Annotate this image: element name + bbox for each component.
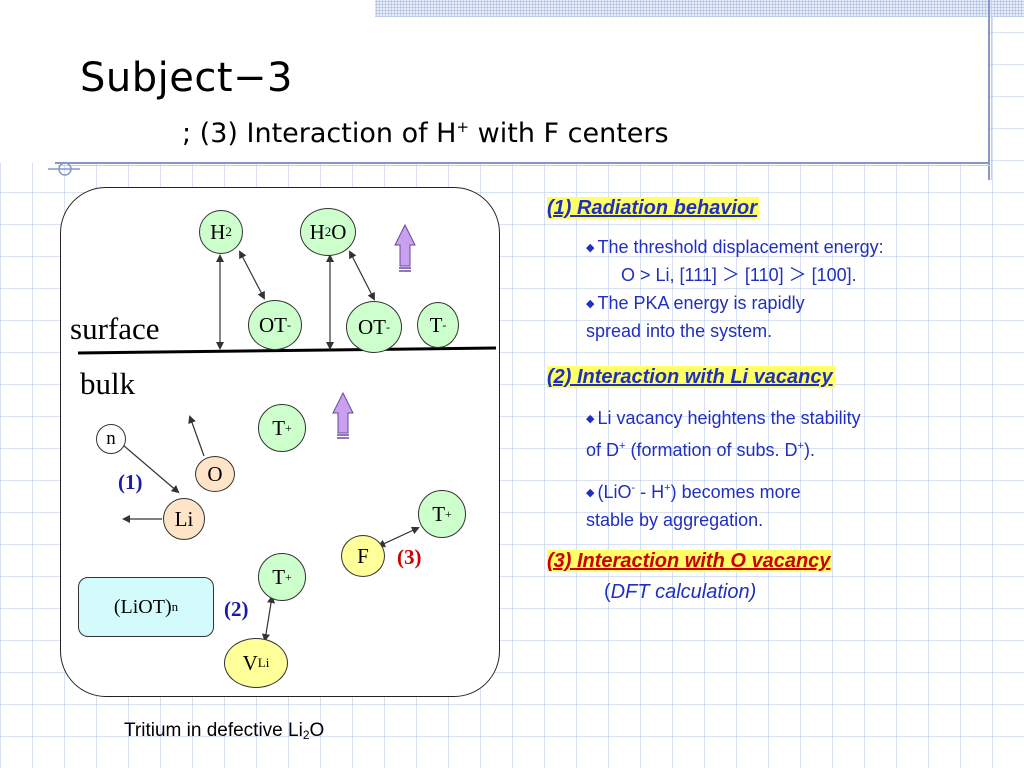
ot-node-2: OT- xyxy=(346,301,402,353)
oxygen-node: O xyxy=(195,456,235,492)
t-plus-node-1: T+ xyxy=(258,404,306,452)
slide-subtitle: ; (3) Interaction of H+ with F centers xyxy=(182,118,669,149)
header-bottom-rule xyxy=(55,162,990,164)
section-1-heading: (1) Radiation behavior xyxy=(547,197,760,219)
section-3-heading: (3) Interaction with O vacancy xyxy=(547,550,833,572)
header-right-rule-shadow xyxy=(991,0,992,180)
t-plus-node-3: T+ xyxy=(258,553,306,601)
lithium-node: Li xyxy=(163,498,205,540)
header-right-rule xyxy=(988,0,990,180)
diamond-bullet-icon: ◆ xyxy=(586,413,595,425)
step-3-label: (3) xyxy=(397,545,422,569)
section-1-bullet-1: ◆The threshold displacement energy: O > … xyxy=(586,237,884,285)
section-3-note: (DFT calculation) xyxy=(604,581,757,603)
section-1-bullet-2: ◆The PKA energy is rapidly spread into t… xyxy=(586,293,805,341)
surface-label: surface xyxy=(70,311,160,346)
diamond-bullet-icon: ◆ xyxy=(586,487,595,499)
section-2-bullet-2: ◆(LiO- - H+) becomes more stable by aggr… xyxy=(586,482,801,530)
diamond-bullet-icon: ◆ xyxy=(586,242,595,254)
header-pattern-strip xyxy=(375,0,1024,17)
neutron-node: n xyxy=(96,424,126,454)
crosshair-ornament-icon xyxy=(48,162,80,176)
ot-node-1: OT- xyxy=(248,300,302,350)
diamond-bullet-icon: ◆ xyxy=(586,298,595,310)
title-band xyxy=(0,0,988,163)
step-1-label: (1) xyxy=(118,470,143,494)
section-2-bullet-1: ◆Li vacancy heightens the stability of D… xyxy=(586,408,861,460)
section-2-heading: (2) Interaction with Li vacancy xyxy=(547,366,835,388)
f-center-node: F xyxy=(341,535,385,577)
t-plus-node-2: T+ xyxy=(418,490,466,538)
diagram-caption: Tritium in defective Li2O xyxy=(124,720,325,742)
slide-title: Subject−3 xyxy=(80,55,293,101)
liot-aggregate-box: (LiOT)n xyxy=(78,577,214,637)
header-bottom-rule-shadow xyxy=(58,165,990,166)
t-minus-node: T- xyxy=(417,302,459,348)
bulk-label: bulk xyxy=(80,366,136,401)
step-2-label: (2) xyxy=(224,597,249,621)
